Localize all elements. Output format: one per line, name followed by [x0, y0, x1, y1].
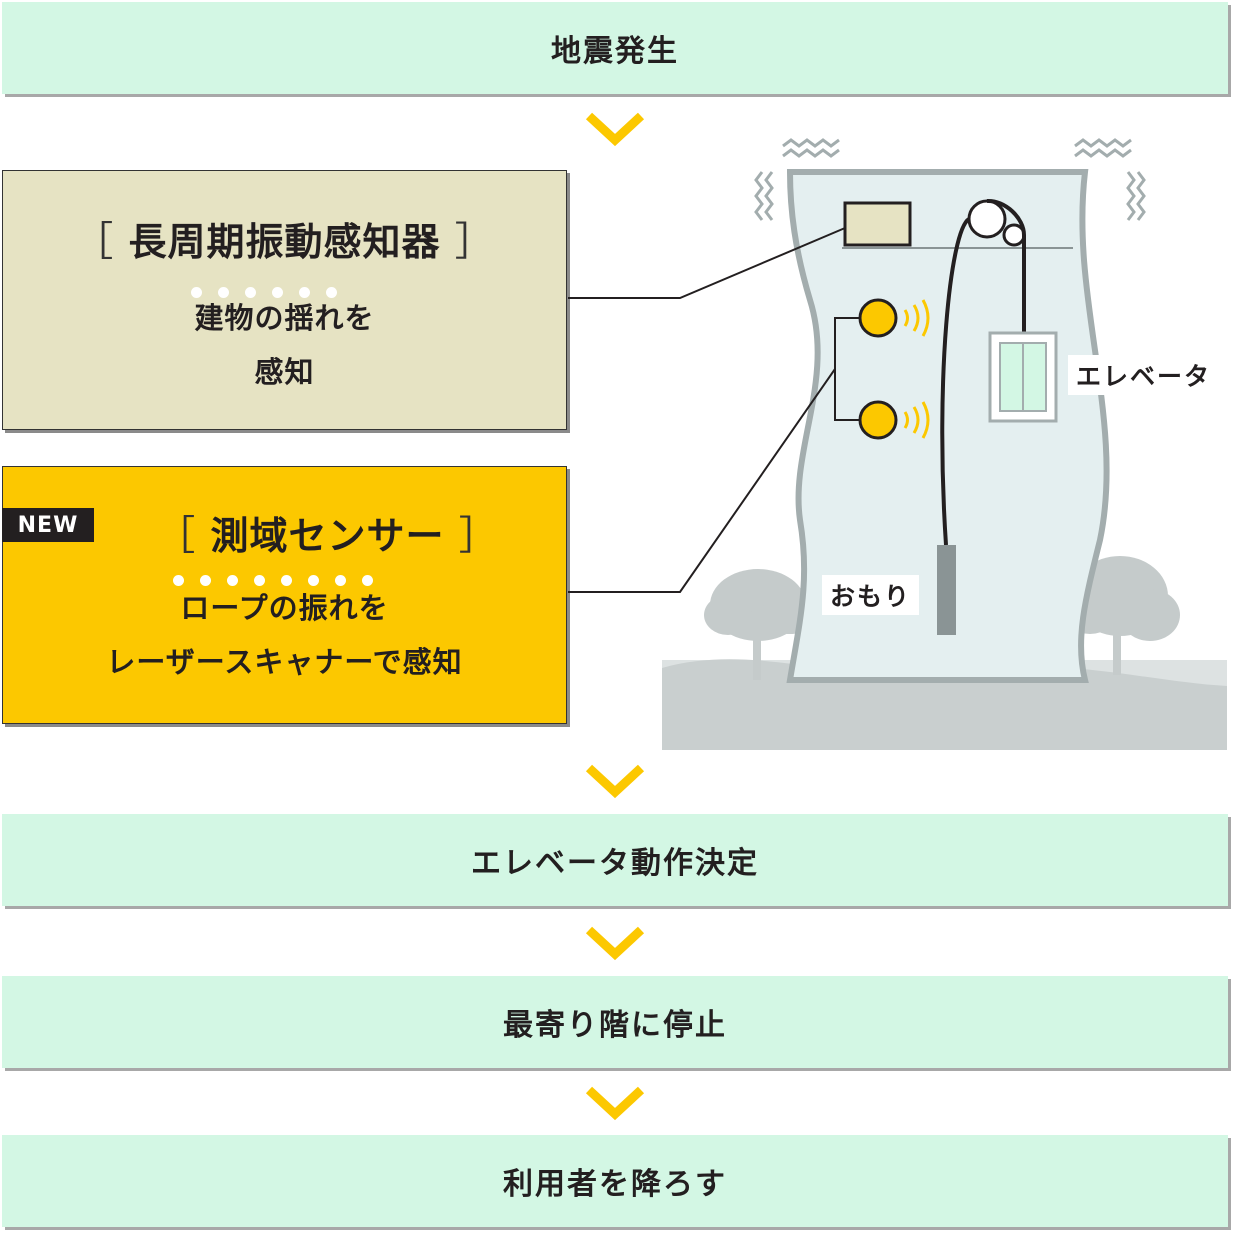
sensor-box: ［ 測域センサー ］ ロープの振れを レーザースキャナーで感知	[2, 466, 567, 724]
chevron-down-icon	[585, 926, 645, 961]
detector-box: ［ 長周期振動感知器 ］ 建物の揺れを 感知	[2, 170, 567, 430]
emphasis-dots	[173, 575, 373, 586]
step-earthquake-label: 地震発生	[551, 34, 679, 69]
elevator-label: エレベータ	[1068, 355, 1220, 395]
counterweight-label: おもり	[822, 575, 920, 615]
sensor-title: ［ 測域センサー ］	[155, 513, 500, 559]
sensor-description: ロープの振れを レーザースキャナーで感知	[106, 591, 463, 679]
step-nearest-floor: 最寄り階に停止	[2, 976, 1228, 1068]
chevron-down-icon	[585, 1086, 645, 1121]
step-elevator-decision: エレベータ動作決定	[2, 814, 1228, 906]
emphasis-dots	[191, 287, 337, 298]
detector-title: ［ 長周期振動感知器 ］	[73, 219, 496, 265]
step-elevator-decision-label: エレベータ動作決定	[471, 846, 759, 881]
sensor-title-text: 測域センサー	[210, 514, 445, 558]
step-passengers-exit-label: 利用者を降ろす	[503, 1167, 727, 1202]
new-badge: NEW	[2, 508, 94, 542]
detector-description: 建物の揺れを 感知	[194, 301, 375, 389]
step-nearest-floor-label: 最寄り階に停止	[503, 1008, 727, 1043]
step-passengers-exit: 利用者を降ろす	[2, 1135, 1228, 1227]
step-earthquake: 地震発生	[2, 2, 1228, 94]
chevron-down-icon	[585, 112, 645, 147]
chevron-down-icon	[585, 764, 645, 799]
detector-title-text: 長周期振動感知器	[128, 220, 441, 264]
